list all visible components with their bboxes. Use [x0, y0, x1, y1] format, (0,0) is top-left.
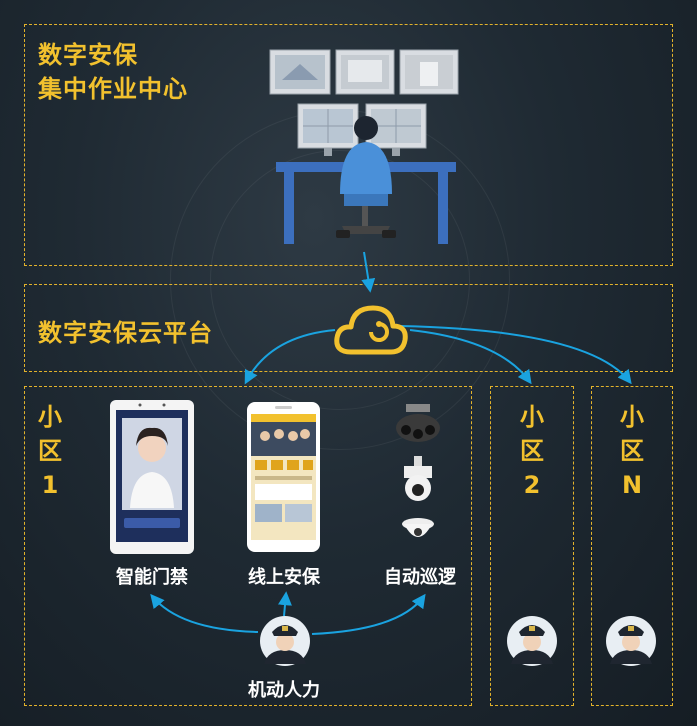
auto-patrol-label: 自动巡逻	[384, 567, 456, 588]
online-security-label: 线上安保	[248, 567, 320, 588]
access-control-terminal-icon	[110, 400, 194, 554]
patrol-cameras-icon	[396, 404, 440, 537]
community-n-char-2: 区	[620, 437, 644, 465]
cloud-platform-zone	[24, 284, 673, 372]
community-1-char-2: 区	[38, 437, 62, 465]
community-1-char-1: 小	[38, 403, 62, 431]
community-n-char-3: N	[621, 471, 643, 499]
operations-center-title-line1: 数字安保	[38, 41, 138, 69]
arrow-guard-to-patrol	[311, 593, 426, 635]
monitor-wall-icon	[269, 49, 459, 156]
operations-center-zone	[24, 24, 673, 266]
arrow-guard-to-online	[278, 591, 292, 617]
ptz-dome-camera-icon	[404, 456, 432, 501]
community-1-char-3: 1	[41, 471, 59, 499]
online-security-phone-icon	[247, 402, 320, 552]
community-2-zone	[490, 386, 574, 706]
guard-avatar-community-n-icon	[606, 616, 656, 666]
ceiling-dome-camera-icon	[402, 518, 434, 537]
cloud-icon	[334, 305, 408, 355]
community-n-char-1: 小	[620, 403, 644, 431]
arrow-cloud-to-zone1	[244, 329, 336, 385]
community-2-title: 小 区 2	[512, 400, 552, 502]
arrow-center-to-cloud	[361, 251, 376, 293]
community-1-zone	[24, 386, 472, 706]
arrow-guard-to-access	[150, 593, 259, 633]
operator-monitors-illustration	[269, 49, 459, 244]
community-2-char-1: 小	[520, 403, 544, 431]
panoramic-camera-icon	[396, 404, 440, 442]
operator-icon	[336, 116, 396, 238]
guard-avatar-community-2-icon	[507, 616, 557, 666]
arrow-cloud-to-zoneN	[399, 325, 632, 385]
community-1-title: 小 区 1	[30, 400, 70, 502]
cloud-platform-title: 数字安保云平台	[38, 319, 213, 347]
community-n-title: 小 区 N	[612, 400, 652, 502]
community-2-char-2: 区	[520, 437, 544, 465]
access-control-label: 智能门禁	[116, 567, 188, 588]
operations-center-title: 数字安保 集中作业中心	[38, 38, 188, 106]
mobile-guard-label: 机动人力	[248, 680, 320, 701]
operations-center-title-line2: 集中作业中心	[38, 75, 188, 103]
arrow-cloud-to-zone2	[409, 329, 532, 385]
community-n-zone	[591, 386, 673, 706]
guard-avatar-icon	[260, 616, 310, 666]
community-2-char-3: 2	[523, 471, 541, 499]
